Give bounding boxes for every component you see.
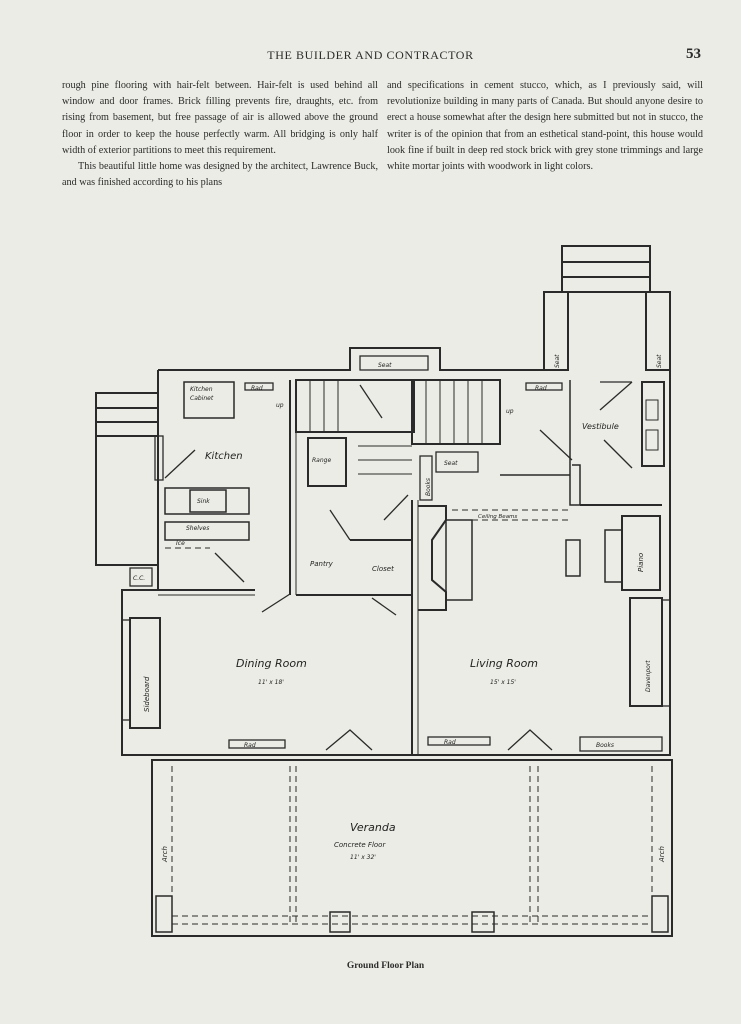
article-paragraph: This beautiful little home was designed … [62,161,378,189]
room-label-kitchen: Kitchen [205,451,243,462]
room-label-vestibule: Vestibule [582,422,619,431]
veranda-size: 11' x 32' [350,854,376,861]
page-number: 53 [686,46,701,62]
room-label-closet: Closet [372,565,394,573]
article-right-column: and specifications in cement stucco, whi… [387,78,703,175]
seat-label: Seat [444,460,458,467]
davenport-label: Davenport [645,660,652,692]
range-label: Range [312,457,331,464]
sideboard-label: Sideboard [143,676,151,712]
books-label: Books [425,478,432,496]
sink-label: Sink [197,498,210,505]
range [307,437,347,487]
dining-size: 11' x 18' [258,679,284,686]
ice-label: Ice [176,540,185,547]
room-label-living: Living Room [470,657,538,670]
side-steps [95,392,159,566]
stair-up-label: up [276,402,284,409]
front-steps [561,245,651,293]
staircase [295,379,415,433]
figure-caption: Ground Floor Plan [346,961,425,971]
arch-label: Arch [658,846,666,863]
rad-label: Rad [251,385,263,392]
seat-label: Seat [656,354,663,368]
kitchen-cabinet [183,381,235,419]
rad-label: Rad [244,742,256,749]
veranda-column [329,911,351,933]
running-header: THE BUILDER AND CONTRACTOR [267,48,474,62]
rad-label: Rad [444,739,456,746]
seat-label: Seat [554,354,561,368]
sink-counter [164,487,250,515]
entry-seat-right [645,291,671,371]
cc-label: C.C. [133,575,145,582]
living-size: 15' x 15' [490,679,516,686]
room-label-pantry: Pantry [310,560,334,568]
stair-up-label: up [506,408,514,415]
room-label-veranda: Veranda [350,821,396,834]
article-left-column: rough pine flooring with hair-felt betwe… [62,78,378,191]
outer-wall [121,291,671,756]
rad-label: Rad [535,385,547,392]
shelves-label: Shelves [186,525,209,532]
room-label-dining: Dining Room [236,657,307,670]
shelves [164,521,250,541]
ceiling-beams-label: Ceiling Beams [478,514,517,520]
piano-label: Piano [637,553,645,572]
veranda-floor [151,759,673,937]
article-paragraph: and specifications in cement stucco, whi… [387,80,703,173]
books-label: Books [596,742,614,749]
arch-label: Arch [161,846,169,863]
sink [189,489,227,513]
entry-seat-left [543,291,569,371]
cabinet-label: Cabinet [190,395,214,402]
cabinet-label: Kitchen [190,386,213,393]
table [565,539,581,577]
fireplace [418,505,447,611]
veranda-column [471,911,495,933]
seat-label: Seat [378,362,392,369]
veranda-floor-label: Concrete Floor [334,841,386,849]
article-paragraph: rough pine flooring with hair-felt betwe… [62,80,378,156]
